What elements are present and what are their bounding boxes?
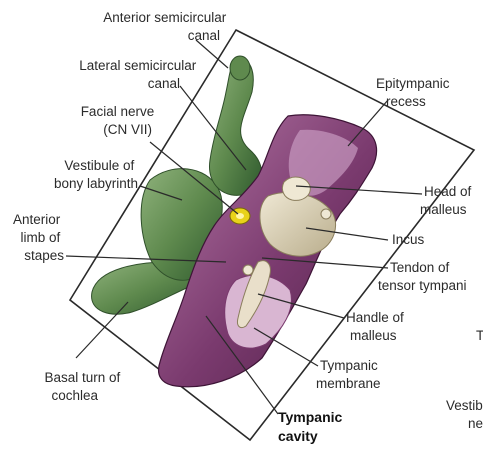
label-incus: Incus (392, 232, 425, 247)
incus-knob (321, 209, 331, 219)
label-tympanic-cavity: Tympanic cavity (278, 409, 346, 444)
canal-ampulla (230, 56, 250, 80)
label-tympanic-membrane: Tympanic membrane (316, 358, 382, 391)
label-epitympanic-recess: Epitympanic recess (376, 76, 453, 109)
edge-fragment-vestib: Vestib (446, 398, 483, 413)
label-lateral-semicircular-canal: Lateral semicircular canal (79, 58, 200, 91)
label-basal-turn-cochlea: Basal turn of cochlea (44, 370, 124, 403)
label-vestibule: Vestibule of bony labyrinth (54, 158, 138, 191)
label-anterior-semicircular-canal: Anterior semicircular canal (103, 10, 230, 43)
edge-fragment-t: T (476, 328, 483, 343)
malleus-head-shape (282, 177, 310, 200)
label-tendon-tensor-tympani: Tendon of tensor tympani (378, 260, 467, 293)
label-anterior-limb-stapes: Anterior limb of stapes (13, 212, 64, 263)
edge-fragment-ne: ne (468, 416, 483, 431)
stapes-knob (243, 265, 253, 275)
label-facial-nerve: Facial nerve (CN VII) (81, 104, 158, 137)
label-handle-of-malleus: Handle of malleus (346, 310, 408, 343)
